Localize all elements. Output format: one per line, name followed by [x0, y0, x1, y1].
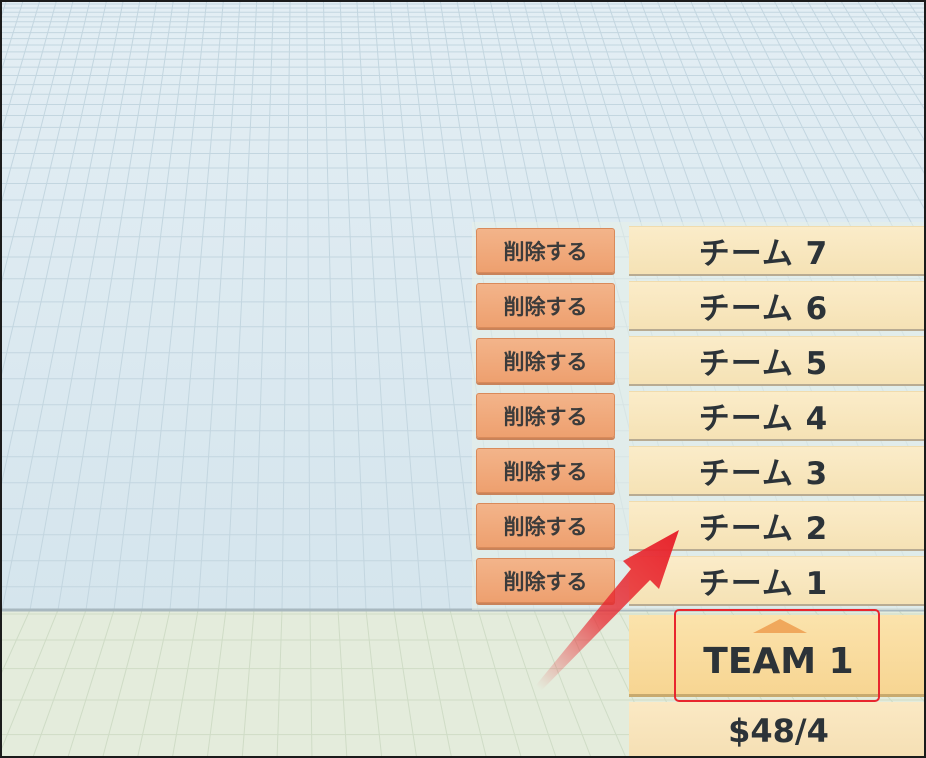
- team-item[interactable]: チーム 3: [629, 446, 924, 496]
- caret-up-icon: [753, 619, 807, 633]
- team-row: 削除する チーム 1: [472, 552, 924, 606]
- delete-team-button[interactable]: 削除する: [476, 558, 615, 603]
- team-name: チーム 1: [698, 566, 829, 602]
- team-name: チーム 6: [698, 291, 829, 327]
- delete-team-button[interactable]: 削除する: [476, 228, 615, 273]
- team-name: チーム 3: [698, 456, 829, 492]
- current-team-label: TEAM 1: [703, 641, 854, 682]
- delete-team-button[interactable]: 削除する: [476, 283, 615, 328]
- delete-team-button[interactable]: 削除する: [476, 448, 615, 493]
- team-name: チーム 7: [698, 236, 829, 272]
- team-row: 削除する チーム 4: [472, 387, 924, 441]
- team-name: チーム 2: [698, 511, 829, 547]
- team-item[interactable]: チーム 1: [629, 556, 924, 606]
- delete-team-button[interactable]: 削除する: [476, 503, 615, 548]
- team-item[interactable]: チーム 7: [629, 226, 924, 276]
- delete-team-button[interactable]: 削除する: [476, 338, 615, 383]
- team-row: 削除する チーム 7: [472, 222, 924, 276]
- team-name: チーム 5: [698, 346, 829, 382]
- team-row: 削除する チーム 3: [472, 442, 924, 496]
- delete-team-button[interactable]: 削除する: [476, 393, 615, 438]
- team-row: 削除する チーム 2: [472, 497, 924, 551]
- team-item[interactable]: チーム 4: [629, 391, 924, 441]
- team-row: 削除する チーム 6: [472, 277, 924, 331]
- team-list-panel: 削除する チーム 7 削除する チーム 6 削除する チーム 5 削除する チー…: [472, 222, 924, 610]
- team-name: チーム 4: [698, 401, 829, 437]
- team-item[interactable]: チーム 6: [629, 281, 924, 331]
- current-team-selector[interactable]: TEAM 1: [629, 615, 924, 697]
- team-item[interactable]: チーム 2: [629, 501, 924, 551]
- team-item[interactable]: チーム 5: [629, 336, 924, 386]
- money-display: $48/4: [629, 702, 924, 756]
- team-row: 削除する チーム 5: [472, 332, 924, 386]
